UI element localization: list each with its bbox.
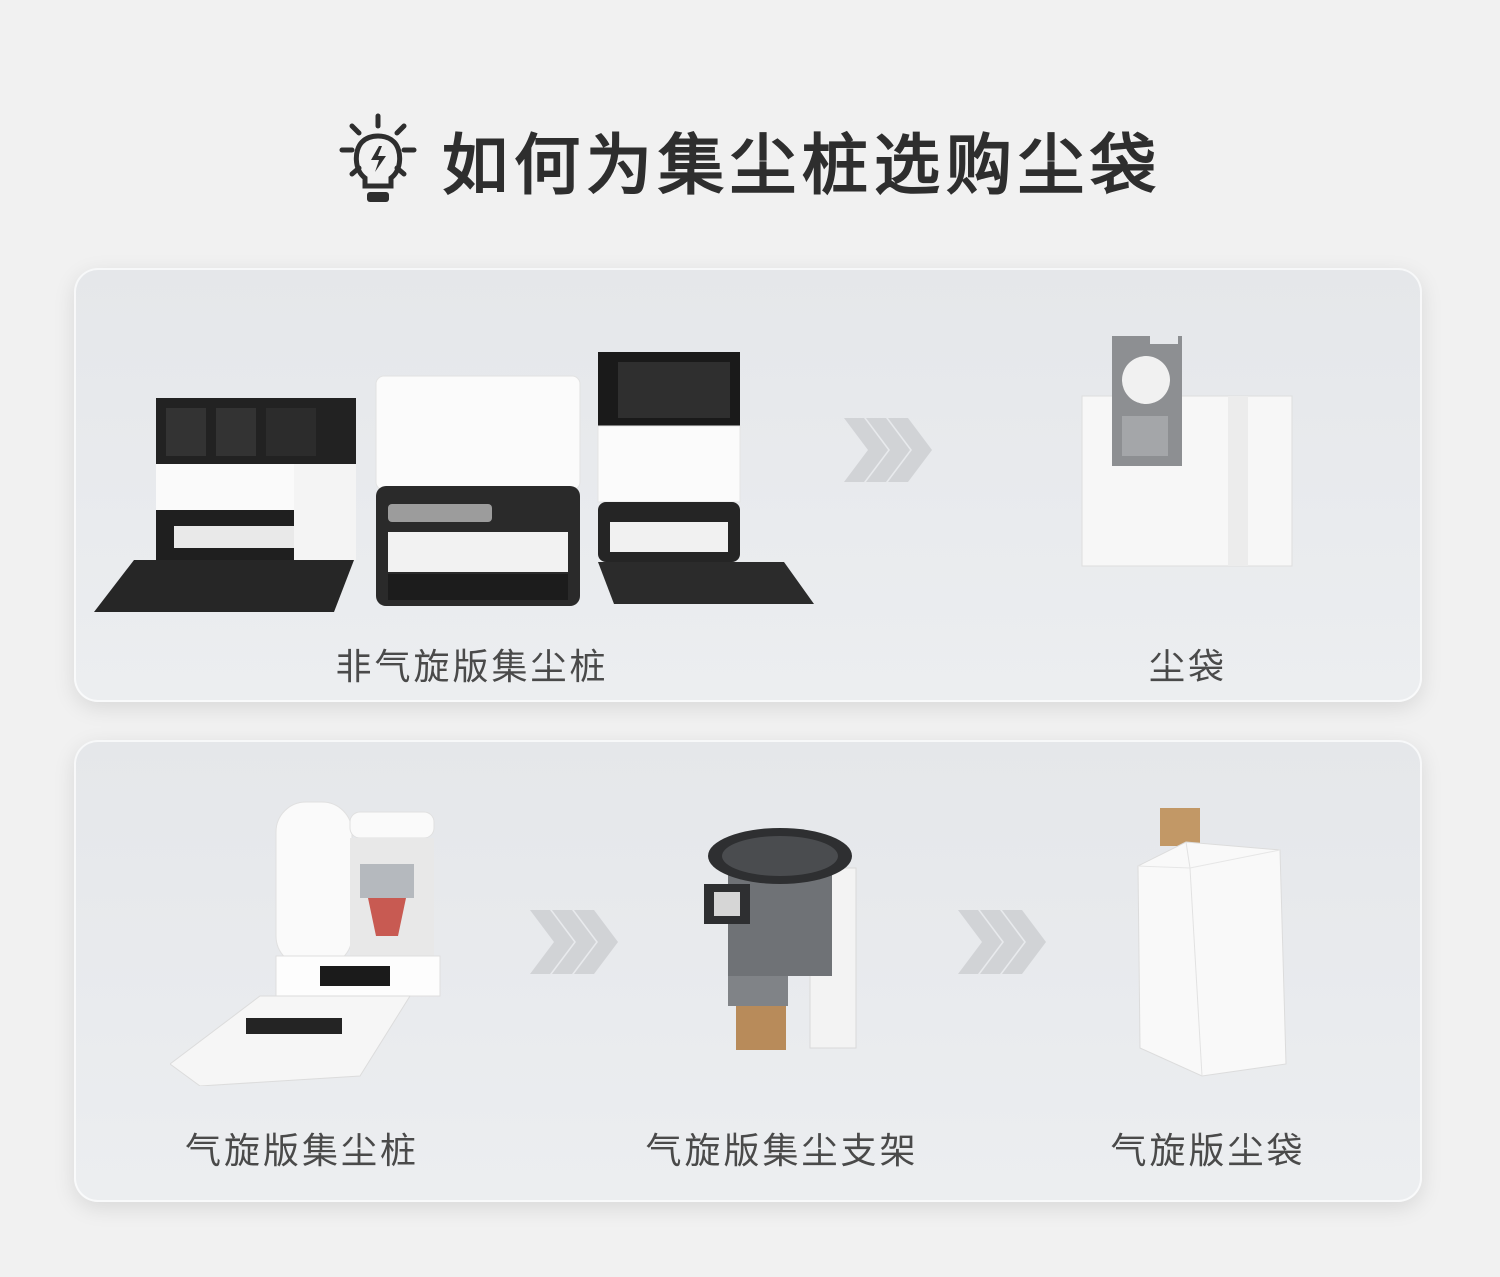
lightbulb-icon bbox=[339, 113, 417, 202]
label-cyclone-dock: 气旋版集尘桩 bbox=[184, 1131, 420, 1172]
chevron-triple-right-icon bbox=[530, 910, 618, 974]
page-title: 如何为集尘桩选购尘袋 bbox=[442, 127, 1162, 204]
panel-standard-dock: 非气旋版集尘桩 尘袋 bbox=[74, 268, 1422, 702]
panel-cyclone-dock: 气旋版集尘桩 气旋版集尘支架 气旋版尘袋 bbox=[74, 740, 1422, 1202]
cyclone-dock-image bbox=[170, 801, 441, 1086]
dock-c-image bbox=[597, 352, 814, 604]
dock-a-image bbox=[94, 398, 356, 612]
label-dust-bag: 尘袋 bbox=[1148, 647, 1228, 688]
chevron-triple-right-icon bbox=[844, 418, 932, 482]
dust-bag-image bbox=[1081, 336, 1293, 567]
label-cyclone-dust-bag: 气旋版尘袋 bbox=[1110, 1131, 1306, 1172]
label-standard-dock: 非气旋版集尘桩 bbox=[335, 647, 609, 688]
standard-dock-group-image bbox=[94, 352, 814, 612]
page-header: 如何为集尘桩选购尘袋 bbox=[0, 100, 1500, 220]
dock-b-image bbox=[375, 375, 581, 606]
chevron-triple-right-icon bbox=[958, 910, 1046, 974]
cyclone-dust-bag-image bbox=[1137, 808, 1287, 1077]
label-cyclone-holder: 气旋版集尘支架 bbox=[645, 1131, 919, 1172]
cyclone-holder-image bbox=[704, 828, 857, 1050]
